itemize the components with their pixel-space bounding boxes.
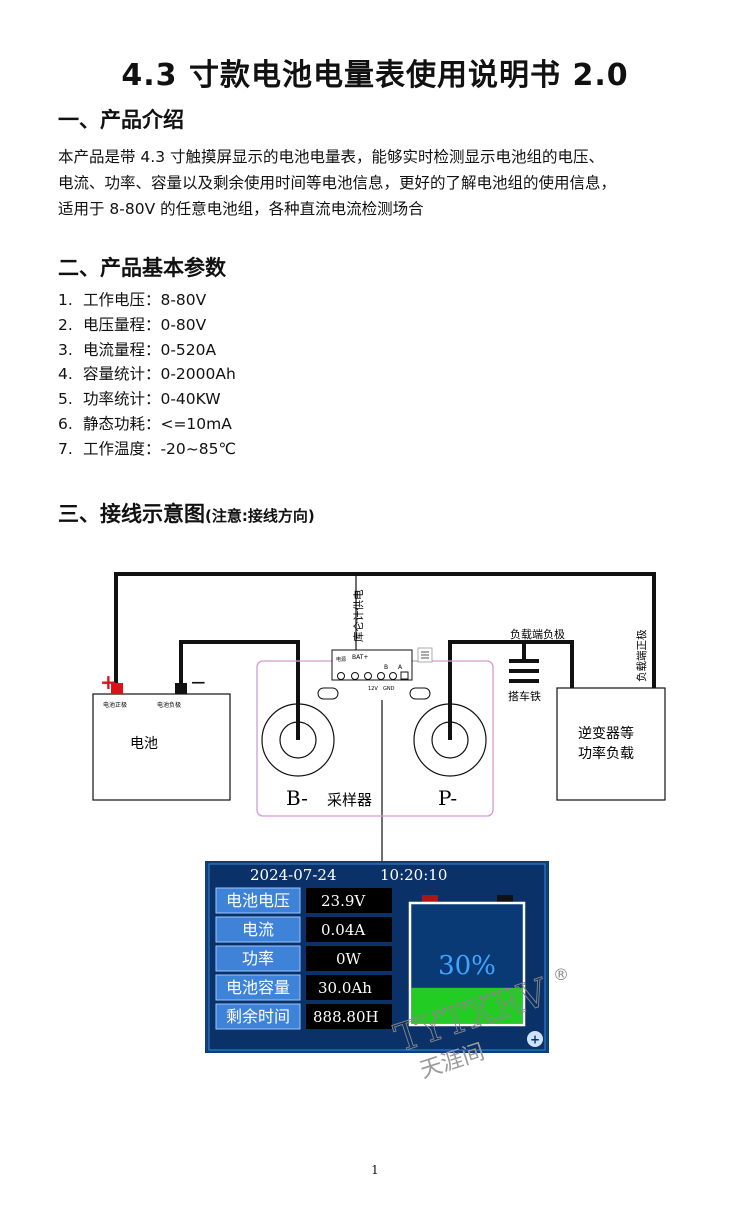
lcd-date: 2024-07-24 (250, 866, 336, 884)
lcd-label: 剩余时间 (226, 1007, 290, 1026)
current-ring-b (261, 703, 335, 777)
wire-battery-positive (114, 572, 656, 688)
intro-line: 电流、功率、容量以及剩余使用时间等电池信息，更好的了解电池组的使用信息， (58, 174, 617, 192)
lcd-value: 888.80H (313, 1008, 379, 1026)
load-box (556, 687, 666, 801)
lcd-value: 0.04A (321, 921, 365, 939)
battery-label: 电池 (130, 736, 158, 752)
lcd-row: 电池容量 30.0Ah (215, 974, 392, 1001)
battery-box (92, 693, 231, 801)
intro-line: 本产品是带 4.3 寸触摸屏显示的电池电量表，能够实时检测显示电池组的电压、 (58, 148, 605, 166)
lcd-label: 电流 (242, 920, 274, 939)
wiring-note: (注意:接线方向) (205, 507, 315, 525)
svg-text:+: + (530, 1033, 540, 1047)
load-line-1: 逆变器等 (578, 725, 634, 742)
lcd-row: 电流 0.04A (215, 916, 392, 943)
spec-list: 1. 工作电压：8-80V 2. 电压量程：0-80V 3. 电流量程：0-52… (58, 288, 236, 462)
bat-label: BAT+ (352, 654, 368, 661)
battery-gauge-fill (411, 987, 523, 1024)
lcd-value: 23.9V (321, 892, 366, 910)
connector-block (331, 649, 413, 681)
b-minus-label: B- (286, 786, 308, 810)
intro-line: 适用于 8-80V 的任意电池组，各种直流电流检测场合 (58, 200, 424, 218)
wiring-diagram: + − 电池正极 电池负极 电池 B- 采样器 P- BAT+ B A 电源 1… (92, 572, 666, 1084)
section-heading-params: 二、产品基本参数 (58, 256, 226, 280)
battery-neg-label: 电池负极 (157, 701, 181, 709)
gauge-negative-cap (497, 895, 513, 903)
p-minus-label: P- (438, 786, 457, 810)
lcd-value: 30.0Ah (318, 979, 372, 997)
watermark-registered: ® (553, 965, 569, 984)
spec-item: 5. 功率统计：0-40KW (58, 390, 221, 409)
add-icon[interactable] (527, 1031, 543, 1047)
lcd-value: 0W (336, 950, 362, 968)
intro-paragraph: 本产品是带 4.3 寸触摸屏显示的电池电量表，能够实时检测显示电池组的电压、 电… (58, 144, 718, 222)
mount-hole-right (409, 687, 431, 700)
spec-item: 3. 电流量程：0-520A (58, 340, 217, 359)
lcd-row: 剩余时间 888.80H (215, 1003, 392, 1030)
battery-percent: 30% (438, 951, 496, 981)
wire-battery-negative (179, 640, 300, 740)
lcd-label: 电池容量 (226, 978, 290, 997)
section-heading-wiring: 三、接线示意图(注意:接线方向) (58, 502, 315, 526)
section-heading-intro: 一、产品介绍 (58, 108, 184, 132)
plus-sign: + (100, 670, 117, 694)
supply-label: 电源 (336, 656, 346, 663)
minus-sign: − (190, 670, 207, 694)
battery-pos-label: 电池正极 (103, 701, 127, 709)
spec-item: 1. 工作电压：8-80V (58, 291, 207, 309)
sampler-label: 采样器 (327, 791, 372, 809)
page-number: 1 (371, 1163, 379, 1177)
load-pos-label: 负载端正极 (635, 629, 648, 682)
pin-label-gnd: GND (383, 686, 395, 692)
lcd-row: 功率 0W (215, 945, 392, 972)
spec-item: 7. 工作温度：-20~85℃ (58, 439, 236, 458)
power-label: 库仑计供电 (352, 589, 365, 642)
b-pin-label: B (384, 664, 388, 671)
load-line-2: 功率负载 (578, 745, 634, 762)
a-pin-label: A (398, 664, 403, 671)
wire-load-negative (448, 640, 574, 740)
current-ring-p (413, 703, 487, 777)
pin-label-12v: 12V (368, 686, 378, 692)
lcd-label: 功率 (242, 949, 274, 968)
lcd-row: 电池电压 23.9V (215, 887, 392, 914)
wires (114, 572, 656, 740)
battery-negative-terminal (175, 683, 187, 694)
spec-item: 4. 容量统计：0-2000Ah (58, 365, 236, 384)
gauge-positive-cap (422, 895, 438, 903)
spec-item: 2. 电压量程：0-80V (58, 315, 207, 334)
chassis-ground-icon (509, 659, 539, 683)
spec-item: 6. 静态功耗：<=10mA (58, 414, 232, 433)
lcd-time: 10:20:10 (380, 866, 447, 884)
load-neg-label: 负载端负极 (510, 627, 565, 641)
lcd-display: 2024-07-24 10:20:10 电池电压 23.9V 电流 0.04A … (205, 861, 549, 1053)
connector-pins (337, 671, 409, 680)
chassis-label: 搭车铁 (508, 689, 541, 703)
mount-hole-left (317, 687, 339, 700)
lcd-label: 电池电压 (226, 891, 290, 910)
page-title: 4.3 寸款电池电量表使用说明书 2.0 (121, 58, 629, 93)
battery-positive-terminal (111, 683, 123, 694)
